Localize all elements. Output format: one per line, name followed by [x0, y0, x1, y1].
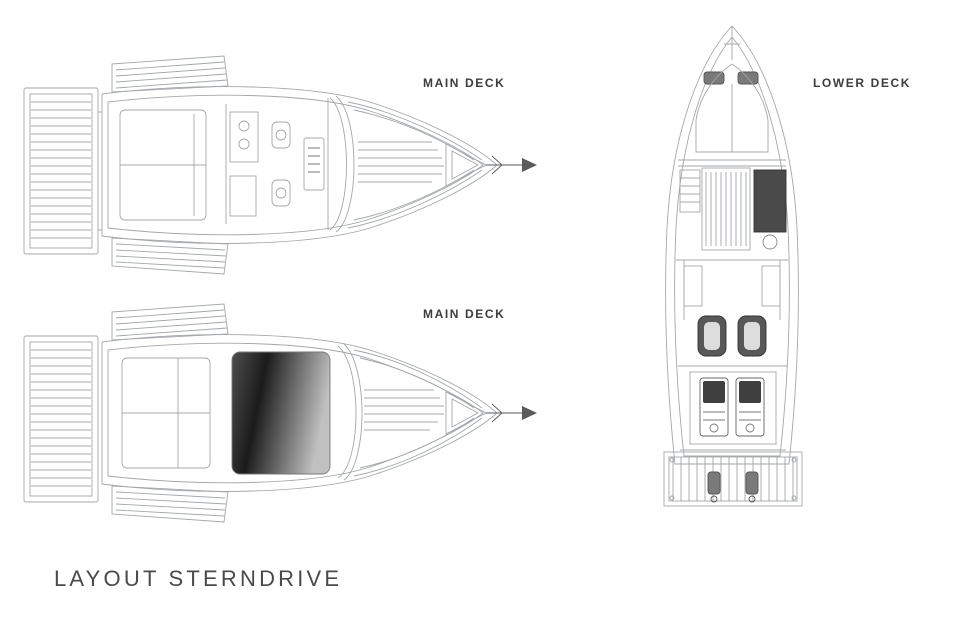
main-deck-bottom-plan [18, 296, 563, 528]
v-berth [695, 63, 769, 153]
foldout-bulwark-top [111, 303, 229, 341]
swim-platform [23, 335, 99, 503]
foldout-bulwark-top [111, 55, 229, 93]
corridor-planking [701, 167, 751, 251]
lower-deck-plan [640, 20, 825, 520]
hull-outline [665, 25, 799, 465]
main-deck-top-plan [18, 52, 538, 280]
windshield [337, 343, 363, 481]
hardtop-glass-roof [231, 351, 331, 475]
bow-arrow-icon [486, 155, 537, 175]
berth-seats [697, 315, 767, 357]
main-deck-bottom-drawing [23, 303, 537, 523]
stern-platform [663, 451, 803, 507]
engine-room [689, 371, 777, 445]
mid-cabin [676, 259, 788, 320]
windshield [329, 95, 355, 233]
engine-icon-starboard [735, 377, 765, 437]
bow-arrow-icon [486, 403, 537, 423]
anchor-locker [445, 391, 487, 435]
swim-platform [23, 87, 102, 255]
engine-icon-port [699, 377, 729, 437]
anchor-locker [445, 143, 487, 187]
foldout-bulwark-bottom [111, 485, 229, 523]
page-title: LAYOUT STERNDRIVE [54, 566, 343, 591]
foredeck-planking [347, 101, 483, 229]
foldout-bulwark-bottom [111, 237, 229, 275]
head-compartment [753, 169, 787, 250]
main-deck-top-drawing [23, 55, 537, 275]
companionway-stairs [679, 169, 701, 213]
aft-sunpad [121, 357, 211, 469]
main-deck-bottom-label: MAIN DECK [423, 307, 506, 321]
aft-sunpad [119, 109, 207, 221]
bulkhead-fore [678, 159, 786, 167]
cockpit-furniture [225, 98, 329, 230]
main-deck-top-label: MAIN DECK [423, 76, 506, 90]
sterndrive-icon-starboard [745, 471, 759, 503]
foredeck-planking [353, 349, 483, 477]
lower-deck-label: LOWER DECK [813, 76, 911, 90]
lower-deck-drawing [663, 25, 803, 507]
sterndrive-icon-port [707, 471, 721, 503]
